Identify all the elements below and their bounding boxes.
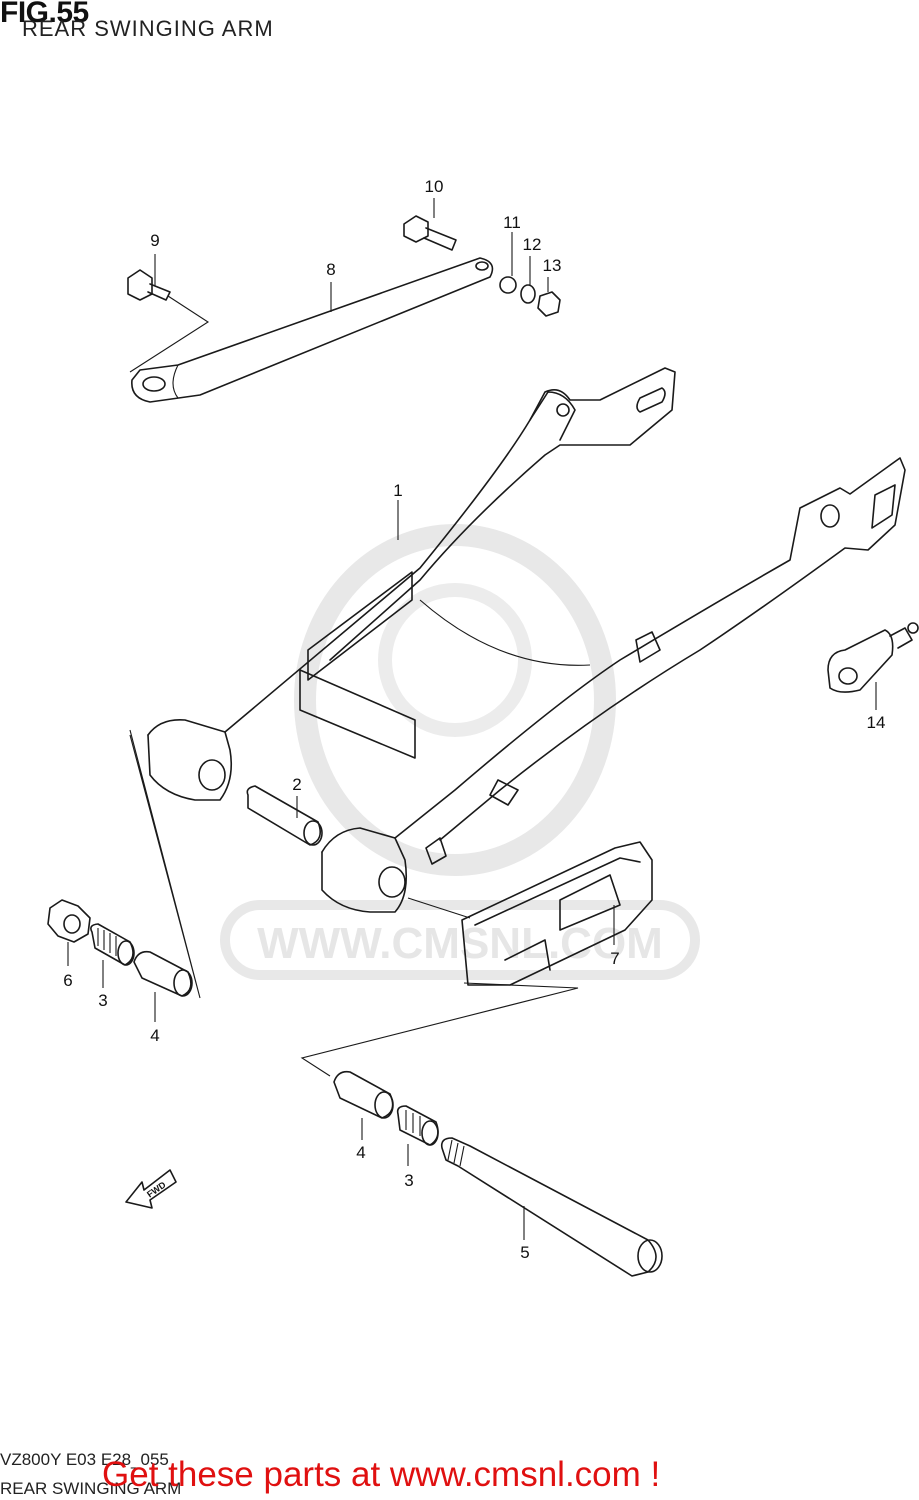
part-14-chain-adjuster [827,622,919,693]
part-3-bearing-lower [396,1105,439,1146]
figure-subtitle: REAR SWINGING ARM [22,16,274,41]
part-8-rod [131,257,494,403]
part-10-bolt [403,215,457,251]
callout-13: 13 [543,256,562,275]
assembly-guide-lines [129,295,579,1077]
callout-9: 9 [150,231,159,250]
part-5-pivot-shaft [440,1137,663,1277]
part-1-swing-arm [147,367,906,913]
callout-leaders [67,198,877,1240]
footer-model-code: VZ800Y E03 E28_055 [0,1450,169,1469]
callout-11: 11 [503,213,521,232]
callout-10: 10 [425,177,444,196]
part-4-spacer-lower [333,1070,394,1119]
figure-title: FIG.55 [0,0,89,29]
callout-5: 5 [520,1243,529,1262]
callout-1: 1 [393,481,402,500]
forward-arrow-icon: FWD [125,1169,177,1209]
callout-6: 6 [63,971,72,990]
part-9-bolt [127,269,171,301]
callout-8: 8 [326,260,335,279]
part-7-chain-guard [461,841,653,986]
part-6-nut [47,899,91,943]
part-3-bearing-upper [90,923,135,966]
callout-7: 7 [610,949,619,968]
parts-11-12-13-hardware [499,276,561,317]
footer-section-name: REAR SWINGING ARM [0,1479,182,1498]
callout-labels: 1 2 3 3 4 4 5 6 7 8 9 10 11 12 13 14 [63,177,885,1262]
callout-4-upper: 4 [150,1026,159,1045]
callout-3-upper: 3 [98,991,107,1010]
callout-4-lower: 4 [356,1143,365,1162]
callout-3-lower: 3 [404,1171,413,1190]
cmsnl-watermark: WWW.CMSNL.COM [220,524,700,980]
get-parts-link[interactable]: Get these parts at www.cmsnl.com ! [102,1455,661,1494]
part-4-spacer-upper [133,950,193,997]
callout-2: 2 [292,775,301,794]
callout-12: 12 [523,235,542,254]
watermark-text: WWW.CMSNL.COM [257,919,663,968]
part-2-pipe [246,785,323,846]
callout-14: 14 [867,713,886,732]
